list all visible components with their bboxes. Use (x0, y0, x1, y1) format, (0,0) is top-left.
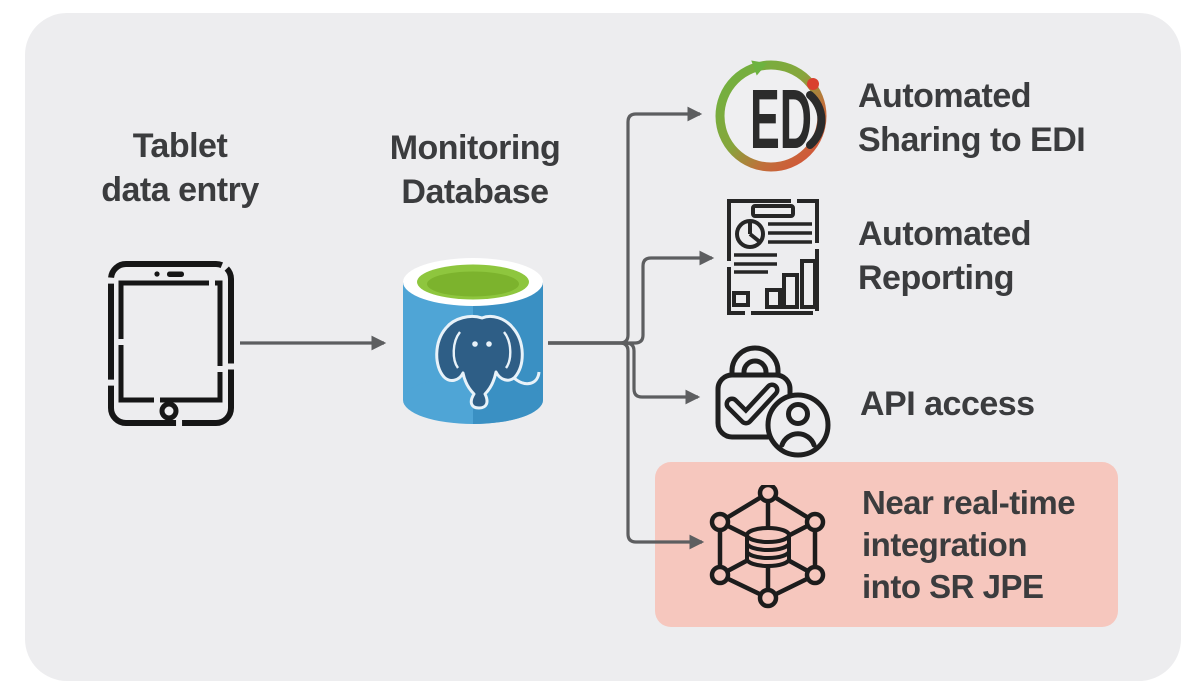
tablet-camera-dot (154, 271, 160, 277)
edi-label: Automated Sharing to EDI (858, 77, 1086, 159)
user-head (786, 402, 810, 426)
integration-highlight-box (655, 462, 1118, 627)
network-spokes (718, 493, 817, 598)
report-document-icon (727, 199, 819, 315)
edi-logo-icon: ED (715, 60, 827, 172)
network-center-database (745, 526, 791, 568)
network-nodes (709, 485, 826, 609)
tablet-label: Tablet data entry (101, 127, 259, 209)
integration-label: Near real-time integration into SR JPE (862, 484, 1076, 605)
connector-database-to-reporting (548, 250, 715, 345)
database-label: Monitoring Database (389, 129, 561, 211)
lock-shackle-outer (729, 345, 781, 381)
report-title-bar (751, 204, 795, 218)
report-bar-chart (732, 259, 817, 309)
api-label: API access (860, 385, 1035, 423)
tablet-speaker-dash (167, 271, 184, 277)
tablet-icon (108, 261, 234, 426)
reporting-label: Automated Reporting (858, 215, 1032, 297)
tablet-home-button (159, 401, 179, 421)
edi-logo-dot (807, 78, 819, 90)
edi-ring-arrowhead (751, 60, 768, 76)
user-shoulders (779, 431, 817, 448)
edi-logo-text: ED (750, 72, 812, 166)
network-integration-icon (709, 485, 826, 609)
postgres-database-icon (403, 258, 543, 424)
postgres-elephant-logo (435, 314, 541, 410)
lock-shackle-inner (741, 358, 769, 381)
api-lock-icon (715, 345, 831, 458)
connector-database-to-api (548, 341, 701, 405)
edi-logo-i-arc (806, 91, 826, 149)
connector-database-to-integration (548, 341, 705, 550)
report-text-lines-left (734, 253, 777, 274)
report-text-lines-right (768, 222, 812, 244)
